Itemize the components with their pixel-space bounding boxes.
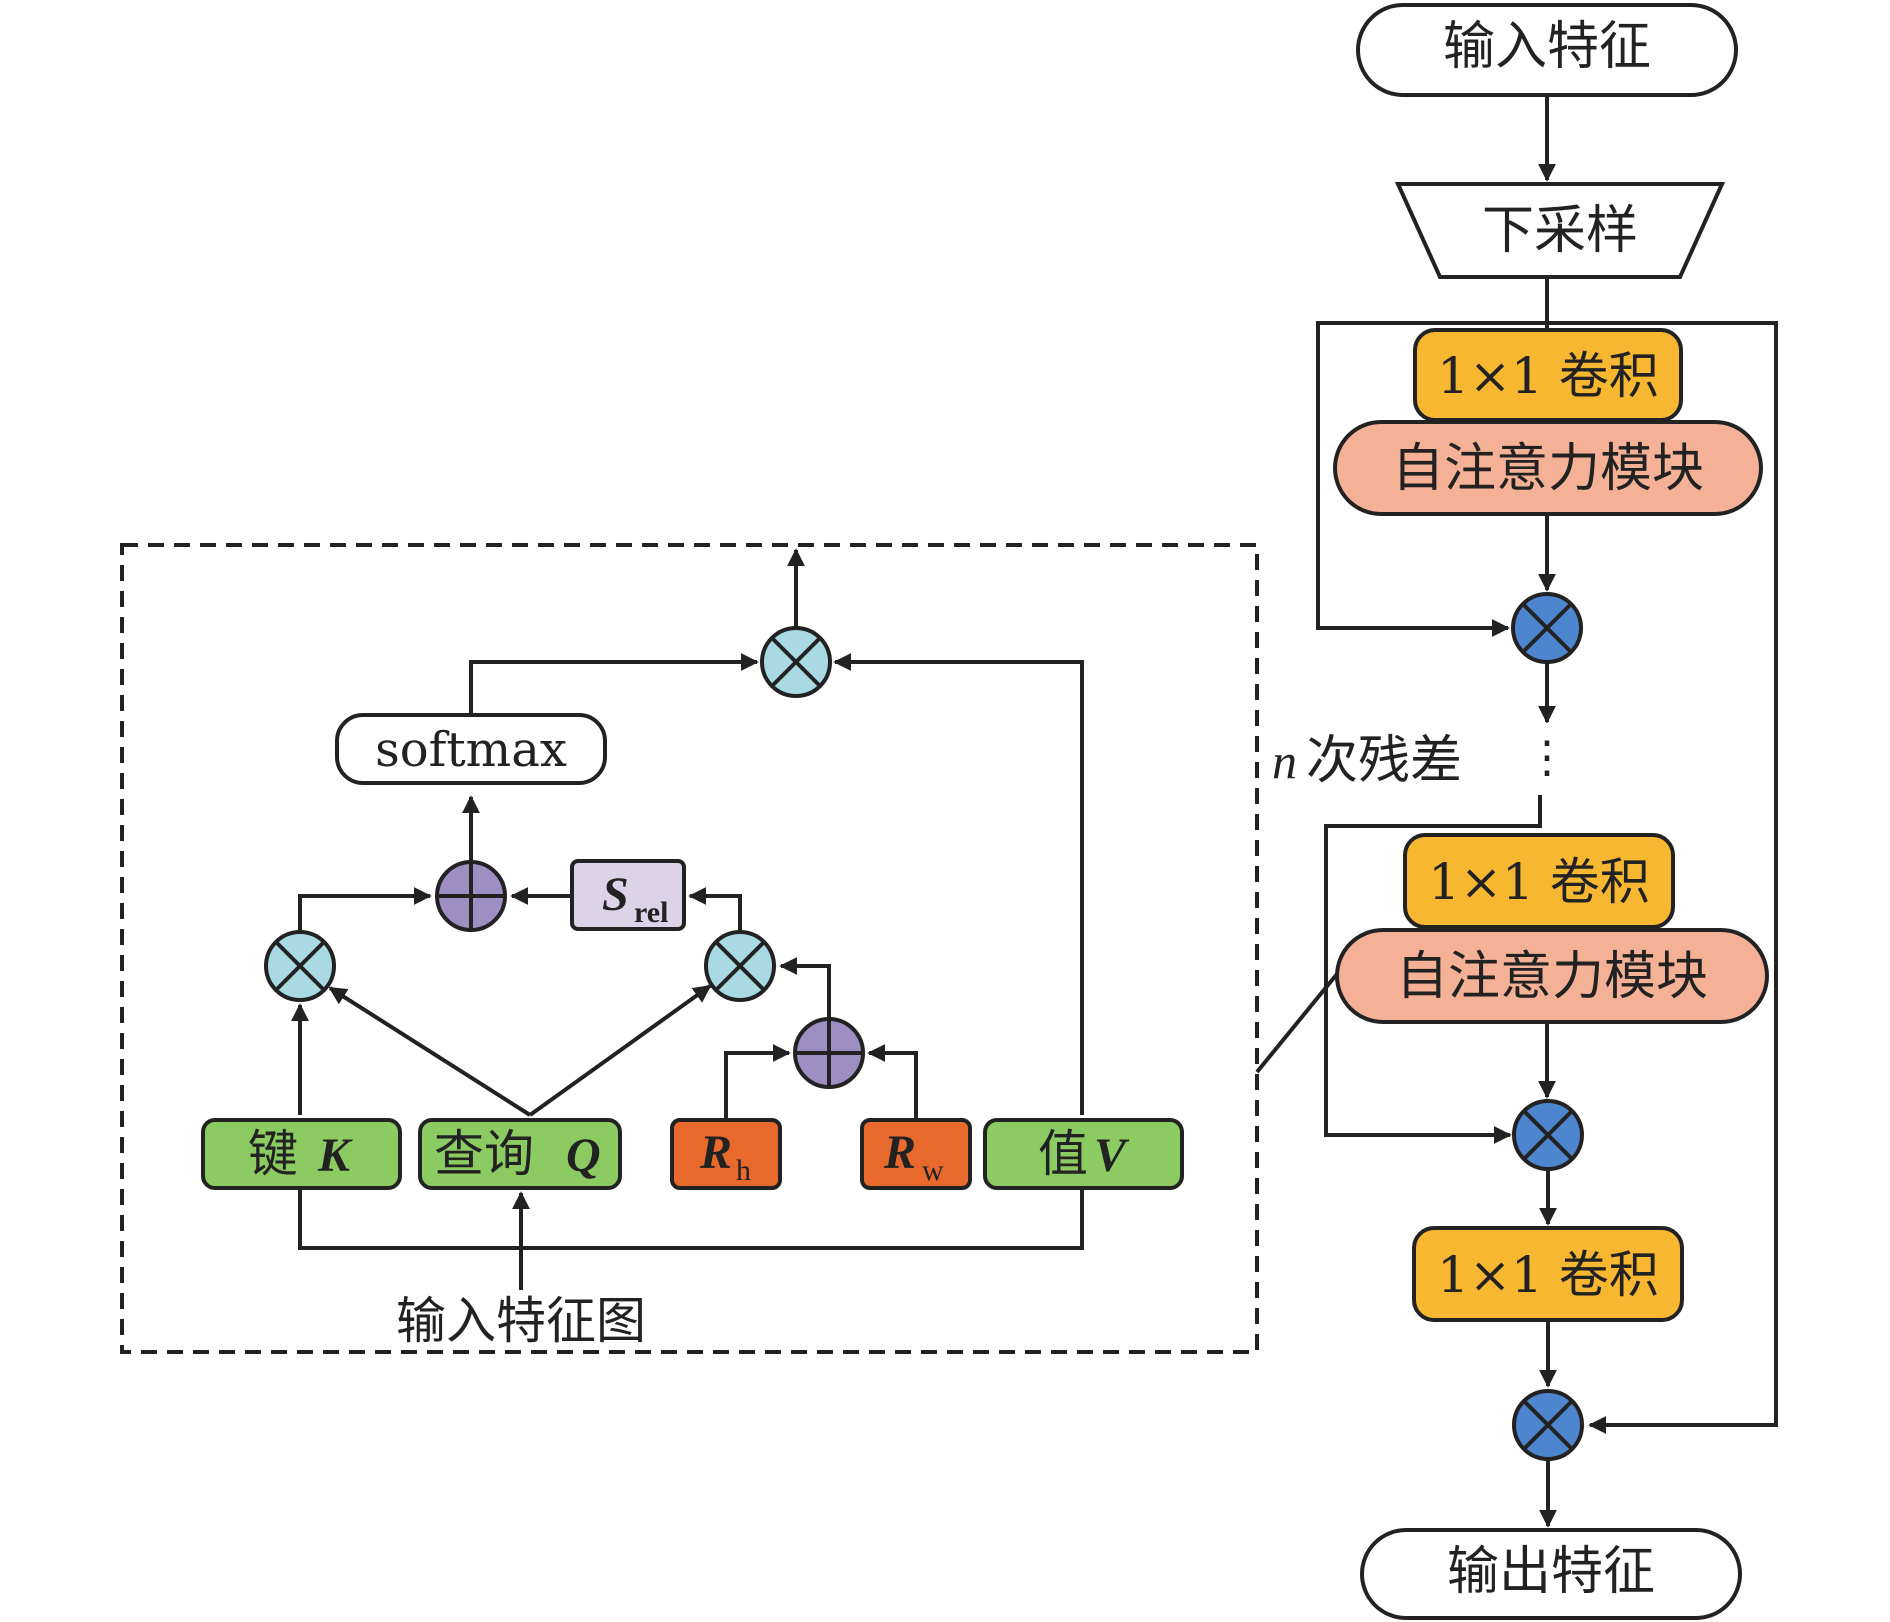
conv-block-2-label: 1×1 卷积 — [1428, 853, 1649, 911]
rw-subscript: w — [922, 1154, 944, 1187]
s-rel-node: S rel — [570, 859, 686, 931]
arrow-softmax-to-top-mult — [469, 653, 759, 715]
value-node: 值 V — [983, 1118, 1184, 1190]
arrow-rw-to-add — [867, 1044, 918, 1120]
downsample-label: 下采样 — [1482, 201, 1638, 261]
add-node-lower — [793, 1017, 865, 1089]
output-feature-label: 输出特征 — [1447, 1542, 1655, 1602]
arrow-query-to-right-mult — [528, 984, 712, 1117]
s-rel-subscript: rel — [634, 896, 668, 929]
key-symbol: K — [317, 1129, 353, 1182]
query-label: 查询 — [434, 1125, 534, 1183]
outer-skip-connection — [1547, 321, 1778, 1434]
input-map-label: 输入特征图 — [396, 1292, 646, 1350]
key-node: 键 K — [201, 1118, 402, 1190]
output-feature-node: 输出特征 — [1360, 1528, 1742, 1620]
query-symbol: Q — [566, 1129, 601, 1182]
add-node-center — [435, 860, 507, 932]
conv-block-3: 1×1 卷积 — [1412, 1226, 1684, 1322]
arrow-left-mult-to-add — [298, 887, 432, 932]
attention-block-2: 自注意力模块 — [1335, 928, 1769, 1024]
continuation-dots: ⋮ — [1525, 732, 1569, 783]
downsample-node: 下采样 — [1394, 182, 1726, 279]
multiply-node-left — [264, 930, 336, 1002]
arrow-lower-add-to-right-mult — [779, 957, 831, 1019]
softmax-label: softmax — [375, 722, 567, 778]
arrow-right-mult-to-srel — [688, 887, 742, 932]
multiply-node-1 — [1511, 592, 1583, 664]
conv-block-2: 1×1 卷积 — [1403, 833, 1675, 929]
conv-block-3-label: 1×1 卷积 — [1437, 1246, 1658, 1304]
attention-block-1: 自注意力模块 — [1333, 420, 1763, 516]
conv-block-1-label: 1×1 卷积 — [1437, 347, 1658, 405]
key-label: 键 — [248, 1125, 298, 1183]
arrow-rh-to-add — [724, 1044, 791, 1120]
input-feature-label: 输入特征 — [1443, 17, 1651, 77]
input-bus-line — [298, 1188, 1084, 1250]
residual-repeat-label: 次残差 — [1306, 731, 1462, 791]
attention-block-2-label: 自注意力模块 — [1396, 947, 1708, 1007]
skip-connection-2 — [1324, 824, 1540, 1144]
value-symbol: V — [1094, 1129, 1130, 1182]
attention-block-1-label: 自注意力模块 — [1392, 439, 1704, 499]
s-rel-symbol: S — [602, 868, 629, 921]
rw-symbol: R — [883, 1126, 916, 1179]
value-label: 值 — [1038, 1125, 1088, 1183]
multiply-node-3 — [1512, 1389, 1584, 1461]
input-feature-node: 输入特征 — [1356, 3, 1738, 97]
rh-node: R h — [670, 1118, 782, 1190]
zoom-connector — [1255, 972, 1339, 1074]
rh-symbol: R — [699, 1126, 732, 1179]
softmax-node: softmax — [335, 713, 607, 785]
rw-node: R w — [860, 1118, 972, 1190]
multiply-node-top — [760, 626, 832, 698]
query-node: 查询 Q — [418, 1118, 622, 1190]
n-variable: n — [1272, 733, 1297, 789]
attention-detail-frame — [120, 543, 1259, 1354]
conv-block-1: 1×1 卷积 — [1413, 328, 1683, 422]
rh-subscript: h — [736, 1154, 751, 1187]
arrow-query-to-left-mult — [328, 986, 532, 1117]
skip-connection-1 — [1316, 321, 1547, 637]
multiply-node-right — [704, 930, 776, 1002]
multiply-node-2 — [1512, 1099, 1584, 1171]
arrow-value-to-top-mult — [833, 653, 1084, 1115]
